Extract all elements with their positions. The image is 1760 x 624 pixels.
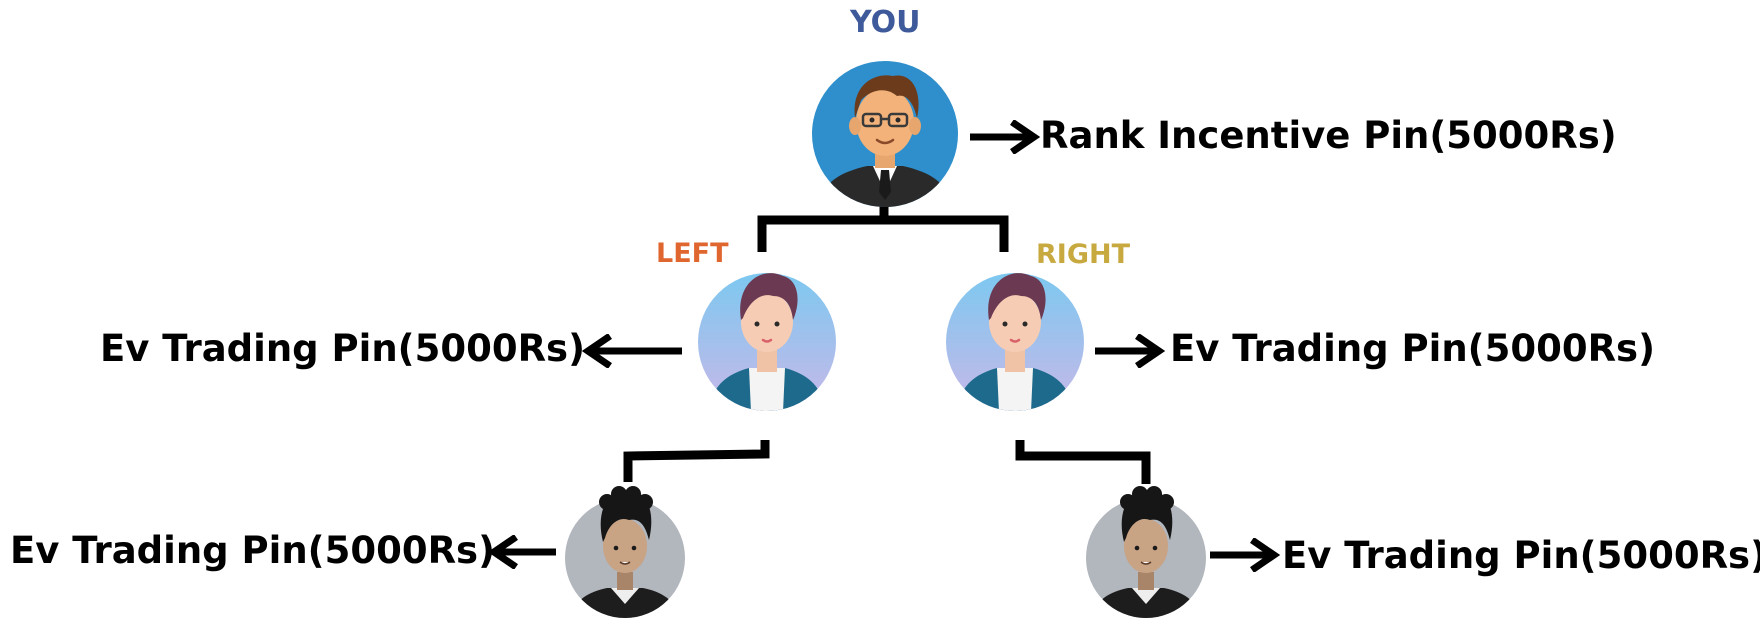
- you-label: YOU: [850, 5, 921, 40]
- arrow-left-icon: [487, 535, 556, 569]
- arrow-right-icon: [1095, 334, 1166, 368]
- connector-right-child: [1015, 440, 1151, 484]
- arrow-right-icon: [970, 120, 1041, 154]
- right-pin-label: Ev Trading Pin(5000Rs): [1170, 327, 1655, 370]
- root-pin-label: Rank Incentive Pin(5000Rs): [1040, 114, 1617, 157]
- left-label: LEFT: [656, 238, 729, 269]
- connector-root-children: [757, 204, 1009, 252]
- connector-left-child: [623, 440, 770, 482]
- left-child-pin-label: Ev Trading Pin(5000Rs): [10, 529, 495, 572]
- curly-hair-man-avatar-icon: [1086, 486, 1206, 618]
- left-pin-label: Ev Trading Pin(5000Rs): [100, 327, 585, 370]
- young-man-avatar-icon: [698, 273, 836, 411]
- arrow-right-icon: [1210, 538, 1281, 572]
- young-man-avatar-icon: [946, 273, 1084, 411]
- right-label: RIGHT: [1036, 239, 1131, 270]
- curly-hair-man-avatar-icon: [565, 486, 685, 618]
- businessman-avatar-icon: [812, 61, 958, 207]
- right-child-pin-label: Ev Trading Pin(5000Rs): [1282, 534, 1760, 577]
- arrow-left-icon: [581, 334, 682, 368]
